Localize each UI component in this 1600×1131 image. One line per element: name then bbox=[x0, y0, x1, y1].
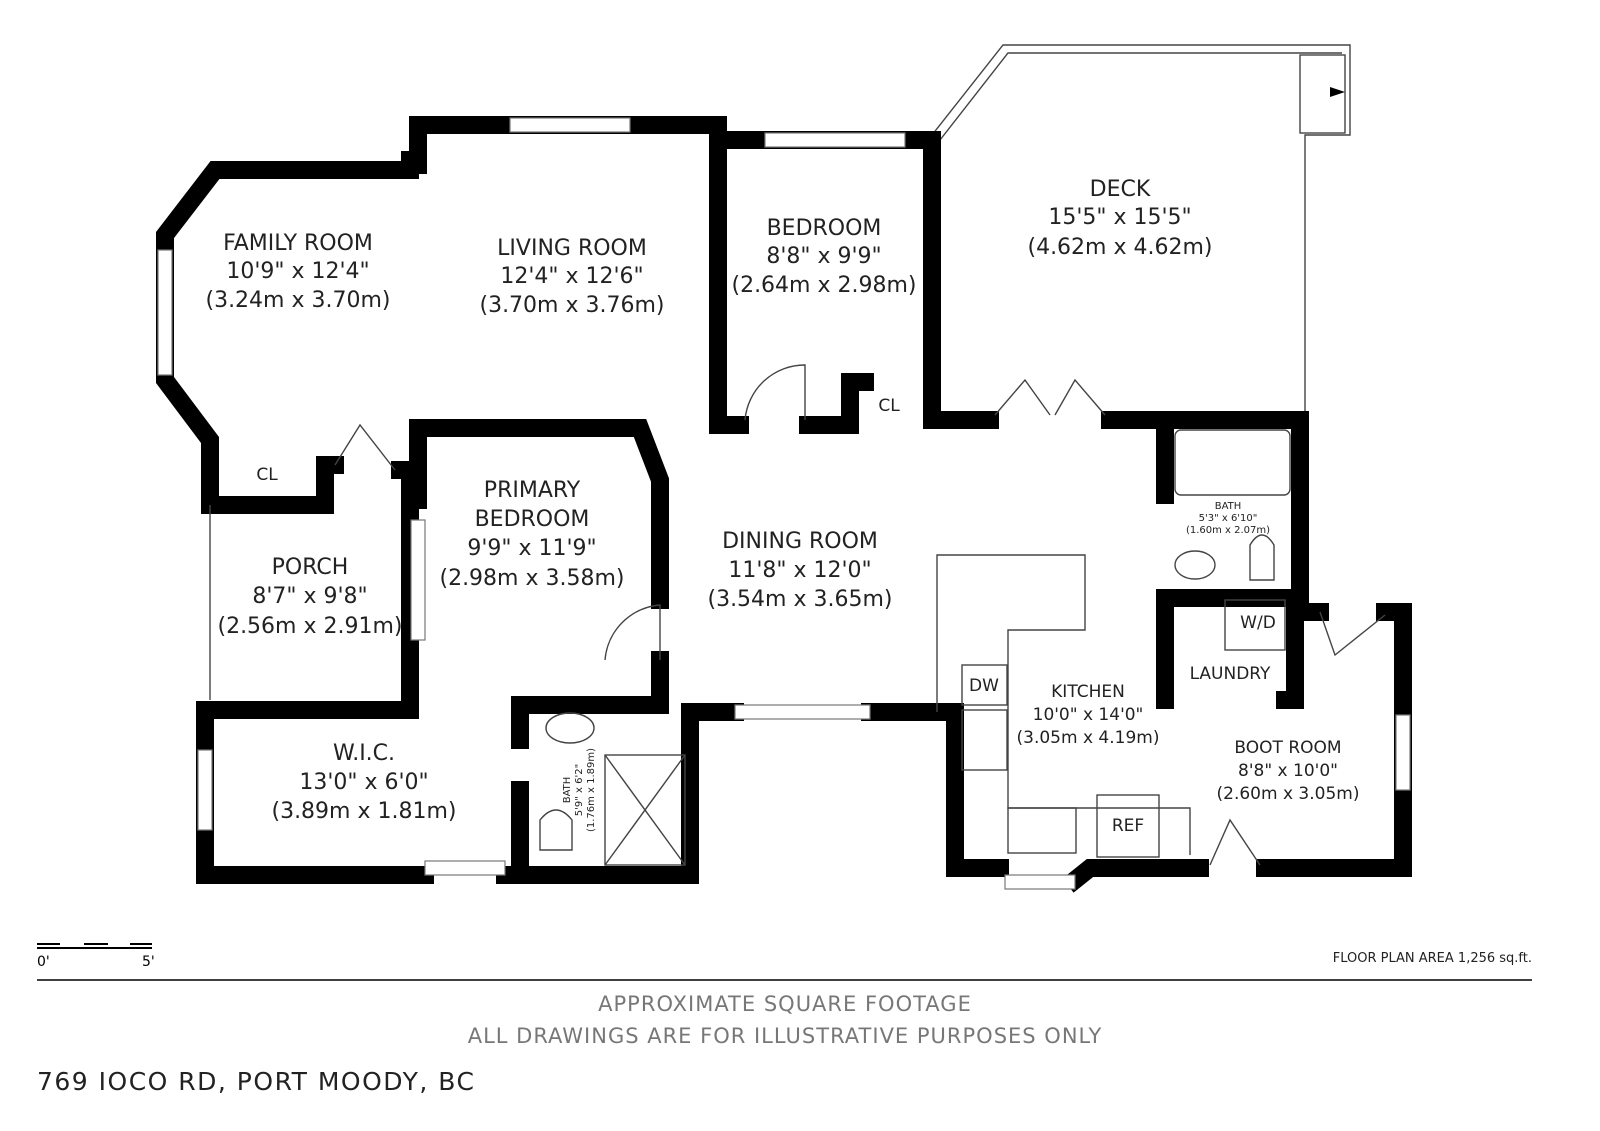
label: REF bbox=[1112, 816, 1144, 836]
label: BEDROOM bbox=[767, 216, 882, 241]
label: 5'9" x 6'2" bbox=[574, 764, 585, 816]
floor-plan-area: FLOOR PLAN AREA 1,256 sq.ft. bbox=[1333, 951, 1532, 966]
kitchen-counters bbox=[539, 429, 1291, 866]
label: DINING ROOM bbox=[722, 529, 878, 554]
label: (3.70m x 3.76m) bbox=[479, 293, 664, 318]
label: PRIMARY bbox=[484, 478, 581, 503]
doors bbox=[334, 364, 1386, 866]
label: 8'8" x 9'9" bbox=[766, 244, 881, 269]
deck-outline bbox=[931, 44, 1351, 415]
label: (2.56m x 2.91m) bbox=[217, 614, 402, 639]
footer-line-2: ALL DRAWINGS ARE FOR ILLUSTRATIVE PURPOS… bbox=[468, 1024, 1103, 1048]
label: (3.54m x 3.65m) bbox=[707, 587, 892, 612]
label: BOOT ROOM bbox=[1234, 738, 1341, 758]
label: KITCHEN bbox=[1051, 682, 1125, 702]
label: 12'4" x 12'6" bbox=[500, 264, 643, 289]
label: (2.98m x 3.58m) bbox=[439, 566, 624, 591]
label: CL bbox=[878, 396, 900, 416]
label: 0' bbox=[37, 954, 50, 970]
arrow-icon bbox=[1330, 87, 1345, 97]
label: CL bbox=[256, 465, 278, 485]
label: DECK bbox=[1090, 177, 1151, 202]
label: (1.76m x 1.89m) bbox=[586, 748, 597, 832]
label: 10'9" x 12'4" bbox=[226, 259, 369, 284]
label: PORCH bbox=[272, 555, 349, 580]
label: (3.05m x 4.19m) bbox=[1017, 728, 1160, 748]
scale-bar: 0' 5' bbox=[37, 943, 155, 970]
label: BATH bbox=[562, 777, 573, 804]
footer-line-1: APPROXIMATE SQUARE FOOTAGE bbox=[598, 992, 972, 1016]
label: 9'9" x 11'9" bbox=[467, 536, 596, 561]
walls bbox=[156, 116, 1412, 893]
label: W/D bbox=[1240, 613, 1276, 633]
label: (2.60m x 3.05m) bbox=[1217, 784, 1360, 804]
windows bbox=[157, 117, 1411, 890]
label: BEDROOM bbox=[475, 507, 590, 532]
label: 8'7" x 9'8" bbox=[252, 584, 367, 609]
label: LAUNDRY bbox=[1190, 664, 1271, 684]
label: 15'5" x 15'5" bbox=[1048, 205, 1191, 230]
label: 13'0" x 6'0" bbox=[299, 770, 428, 795]
room-labels: FAMILY ROOM 10'9" x 12'4" (3.24m x 3.70m… bbox=[205, 177, 1359, 836]
label: (4.62m x 4.62m) bbox=[1027, 235, 1212, 260]
label: 5'3" x 6'10" bbox=[1199, 513, 1258, 524]
label: LIVING ROOM bbox=[497, 236, 647, 261]
label: 5' bbox=[142, 954, 155, 970]
label: FAMILY ROOM bbox=[223, 231, 373, 256]
label: 10'0" x 14'0" bbox=[1033, 705, 1144, 725]
label: DW bbox=[969, 676, 999, 696]
label: (3.89m x 1.81m) bbox=[271, 799, 456, 824]
label: (1.60m x 2.07m) bbox=[1186, 525, 1270, 536]
label: (2.64m x 2.98m) bbox=[731, 273, 916, 298]
label: W.I.C. bbox=[333, 741, 395, 766]
address: 769 IOCO RD, PORT MOODY, BC bbox=[37, 1067, 475, 1096]
label: 8'8" x 10'0" bbox=[1238, 761, 1338, 781]
label: (3.24m x 3.70m) bbox=[205, 288, 390, 313]
label: 11'8" x 12'0" bbox=[728, 558, 871, 583]
label: BATH bbox=[1215, 501, 1242, 512]
